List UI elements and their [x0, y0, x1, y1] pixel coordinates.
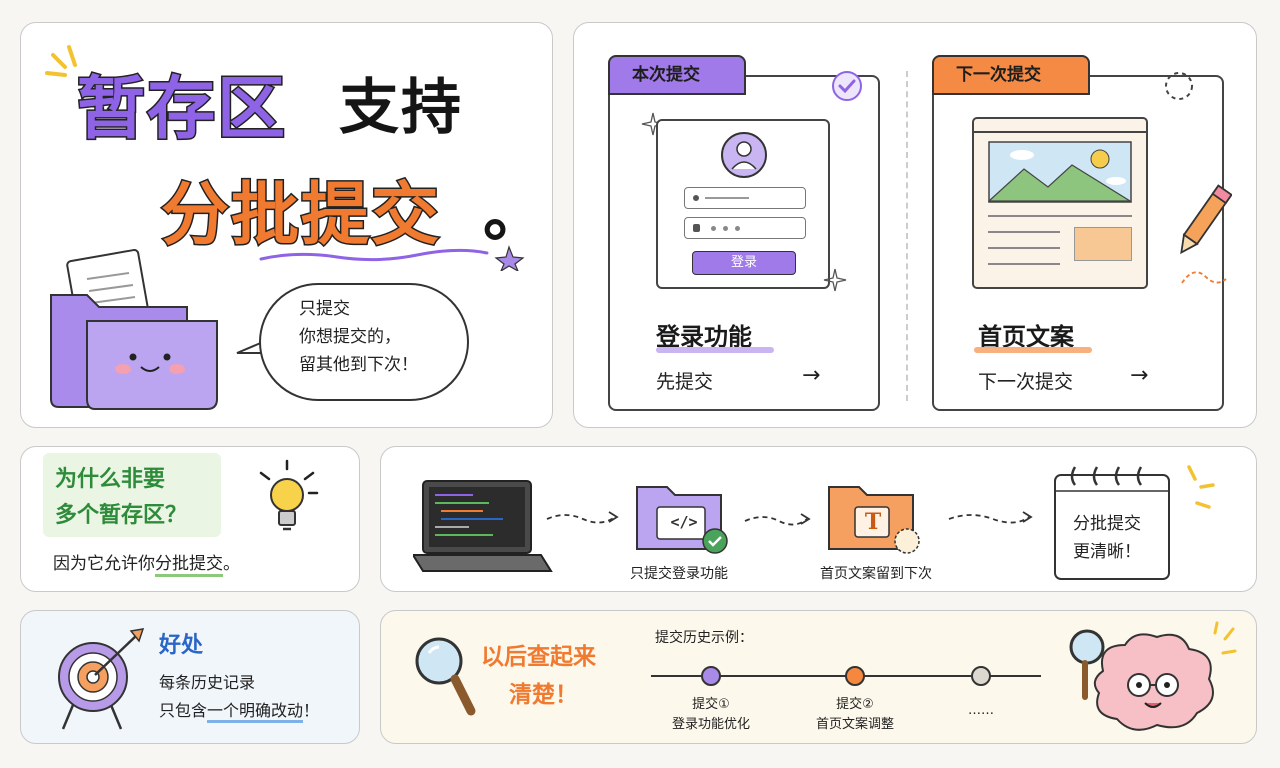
commit-2-name: 提交② — [836, 697, 874, 712]
flow-step2-caption: 首页文案留到下次 — [820, 566, 932, 582]
history-panel: 以后查起来 清楚！ 提交历史示例： 提交① 登录功能优化 提交② 首页文案调整 … — [380, 610, 1257, 744]
timeline-dot-1[interactable] — [701, 666, 721, 686]
text-folder-label: T — [864, 509, 882, 535]
timeline-dot-3[interactable] — [971, 666, 991, 686]
benefit-title: 好处 — [159, 633, 204, 658]
commit-compare-panel: 本次提交 登录 登录功能 先提交 → 下一次提交 — [573, 22, 1257, 428]
flow-step1-caption: 只提交登录功能 — [630, 566, 728, 582]
sparkle-icon — [823, 268, 847, 292]
why-question-line-1: 为什么非要 — [55, 467, 166, 492]
lock-icon — [693, 224, 700, 232]
code-folder-icon — [636, 486, 728, 554]
hero-title-orange: 分批提交 — [159, 175, 442, 257]
why-question-line-2: 多个暂存区？ — [55, 503, 188, 528]
dashed-arrow-icon — [744, 513, 811, 526]
speech-line-2: 你想提交的， — [299, 327, 401, 347]
target-icon — [58, 628, 145, 730]
flow-panel: </> 只提交登录功能 T 首页文案留到下次 分批提交 更清晰！ — [380, 446, 1257, 592]
timeline-dot-2[interactable] — [845, 666, 865, 686]
hero-title-dot: 。 — [483, 177, 548, 250]
why-panel: 为什么非要 多个暂存区？ 因为它允许你分批提交。 — [20, 446, 360, 592]
commit-now-subtitle: 先提交 — [656, 371, 714, 393]
history-heading-line-2: 清楚！ — [509, 682, 578, 708]
arrow-right-icon: → — [1130, 363, 1149, 388]
history-example-title: 提交历史示例： — [655, 630, 753, 646]
dashed-circle-icon — [1165, 72, 1193, 100]
hero-title-black: 支持 — [339, 73, 463, 143]
avatar-icon — [721, 132, 767, 178]
magnifier-icon — [415, 637, 476, 716]
benefit-line-1: 每条历史记录 — [159, 673, 256, 692]
login-button[interactable]: 登录 — [692, 251, 796, 275]
pencil-icon — [1180, 184, 1232, 284]
commit-2-desc: 首页文案调整 — [815, 717, 894, 732]
commit-1-name: 提交① — [692, 697, 730, 712]
dashed-divider — [906, 71, 908, 401]
commit-3-name: …… — [968, 703, 994, 718]
lightbulb-icon — [259, 459, 319, 531]
dashed-arrow-icon — [948, 511, 1033, 524]
commit-next-tag: 下一次提交 — [932, 55, 1090, 95]
why-answer: 因为它允许你分批提交。 — [53, 549, 240, 577]
why-question-bg — [43, 453, 221, 537]
code-folder-label: </> — [670, 513, 698, 531]
benefit-panel: 好处 每条历史记录 只包含一个明确改动！ — [20, 610, 360, 744]
arrow-right-icon: → — [802, 363, 821, 388]
user-dot-icon — [693, 195, 699, 201]
folder-mascot-icon — [50, 249, 218, 410]
text-folder-icon — [828, 486, 920, 554]
commit-next-subtitle: 下一次提交 — [978, 371, 1074, 393]
speech-line-1: 只提交 — [299, 299, 350, 319]
why-answer-highlight: 分批提交 — [155, 554, 223, 577]
brain-mascot-icon — [1069, 621, 1237, 731]
hero-title-purple: 暂存区 — [75, 69, 288, 151]
commit-now-title: 登录功能 — [656, 323, 752, 351]
title-underline — [656, 347, 774, 353]
landscape-image-icon — [988, 141, 1132, 203]
history-heading-line-1: 以后查起来 — [481, 644, 596, 670]
calendar-line-1: 分批提交 — [1073, 514, 1141, 534]
benefit-line-2-suffix: ！ — [303, 701, 320, 720]
dashed-arrow-icon — [546, 511, 619, 524]
commit-1-desc: 登录功能优化 — [671, 717, 750, 732]
speech-bubble: 只提交 你想提交的， 留其他到下次！ — [259, 283, 469, 401]
benefit-line-2-highlight: 一个明确改动 — [207, 701, 304, 723]
password-field[interactable] — [684, 217, 806, 239]
homepage-window — [972, 117, 1148, 289]
why-answer-suffix: 。 — [223, 554, 240, 574]
calendar-icon — [1054, 466, 1170, 580]
benefit-line-2: 只包含一个明确改动！ — [159, 697, 320, 723]
laptop-icon — [413, 480, 553, 572]
sparkle-icon — [45, 45, 77, 77]
login-window: 登录 — [656, 119, 830, 289]
username-field[interactable] — [684, 187, 806, 209]
wavy-underline — [259, 245, 525, 271]
commit-next-title: 首页文案 — [978, 323, 1074, 351]
check-circle-icon — [832, 71, 862, 101]
calendar-line-2: 更清晰！ — [1073, 542, 1141, 562]
speech-line-3: 留其他到下次！ — [299, 355, 418, 375]
sparkle-icon — [1187, 465, 1215, 509]
why-answer-prefix: 因为它允许你 — [53, 554, 155, 574]
benefit-line-2-prefix: 只包含 — [159, 701, 208, 720]
commit-now-tag: 本次提交 — [608, 55, 746, 95]
hero-panel: 暂存区 支持 分批提交 。 只提交 你想提交的， 留其他到下次！ — [20, 22, 553, 428]
title-underline — [974, 347, 1092, 353]
